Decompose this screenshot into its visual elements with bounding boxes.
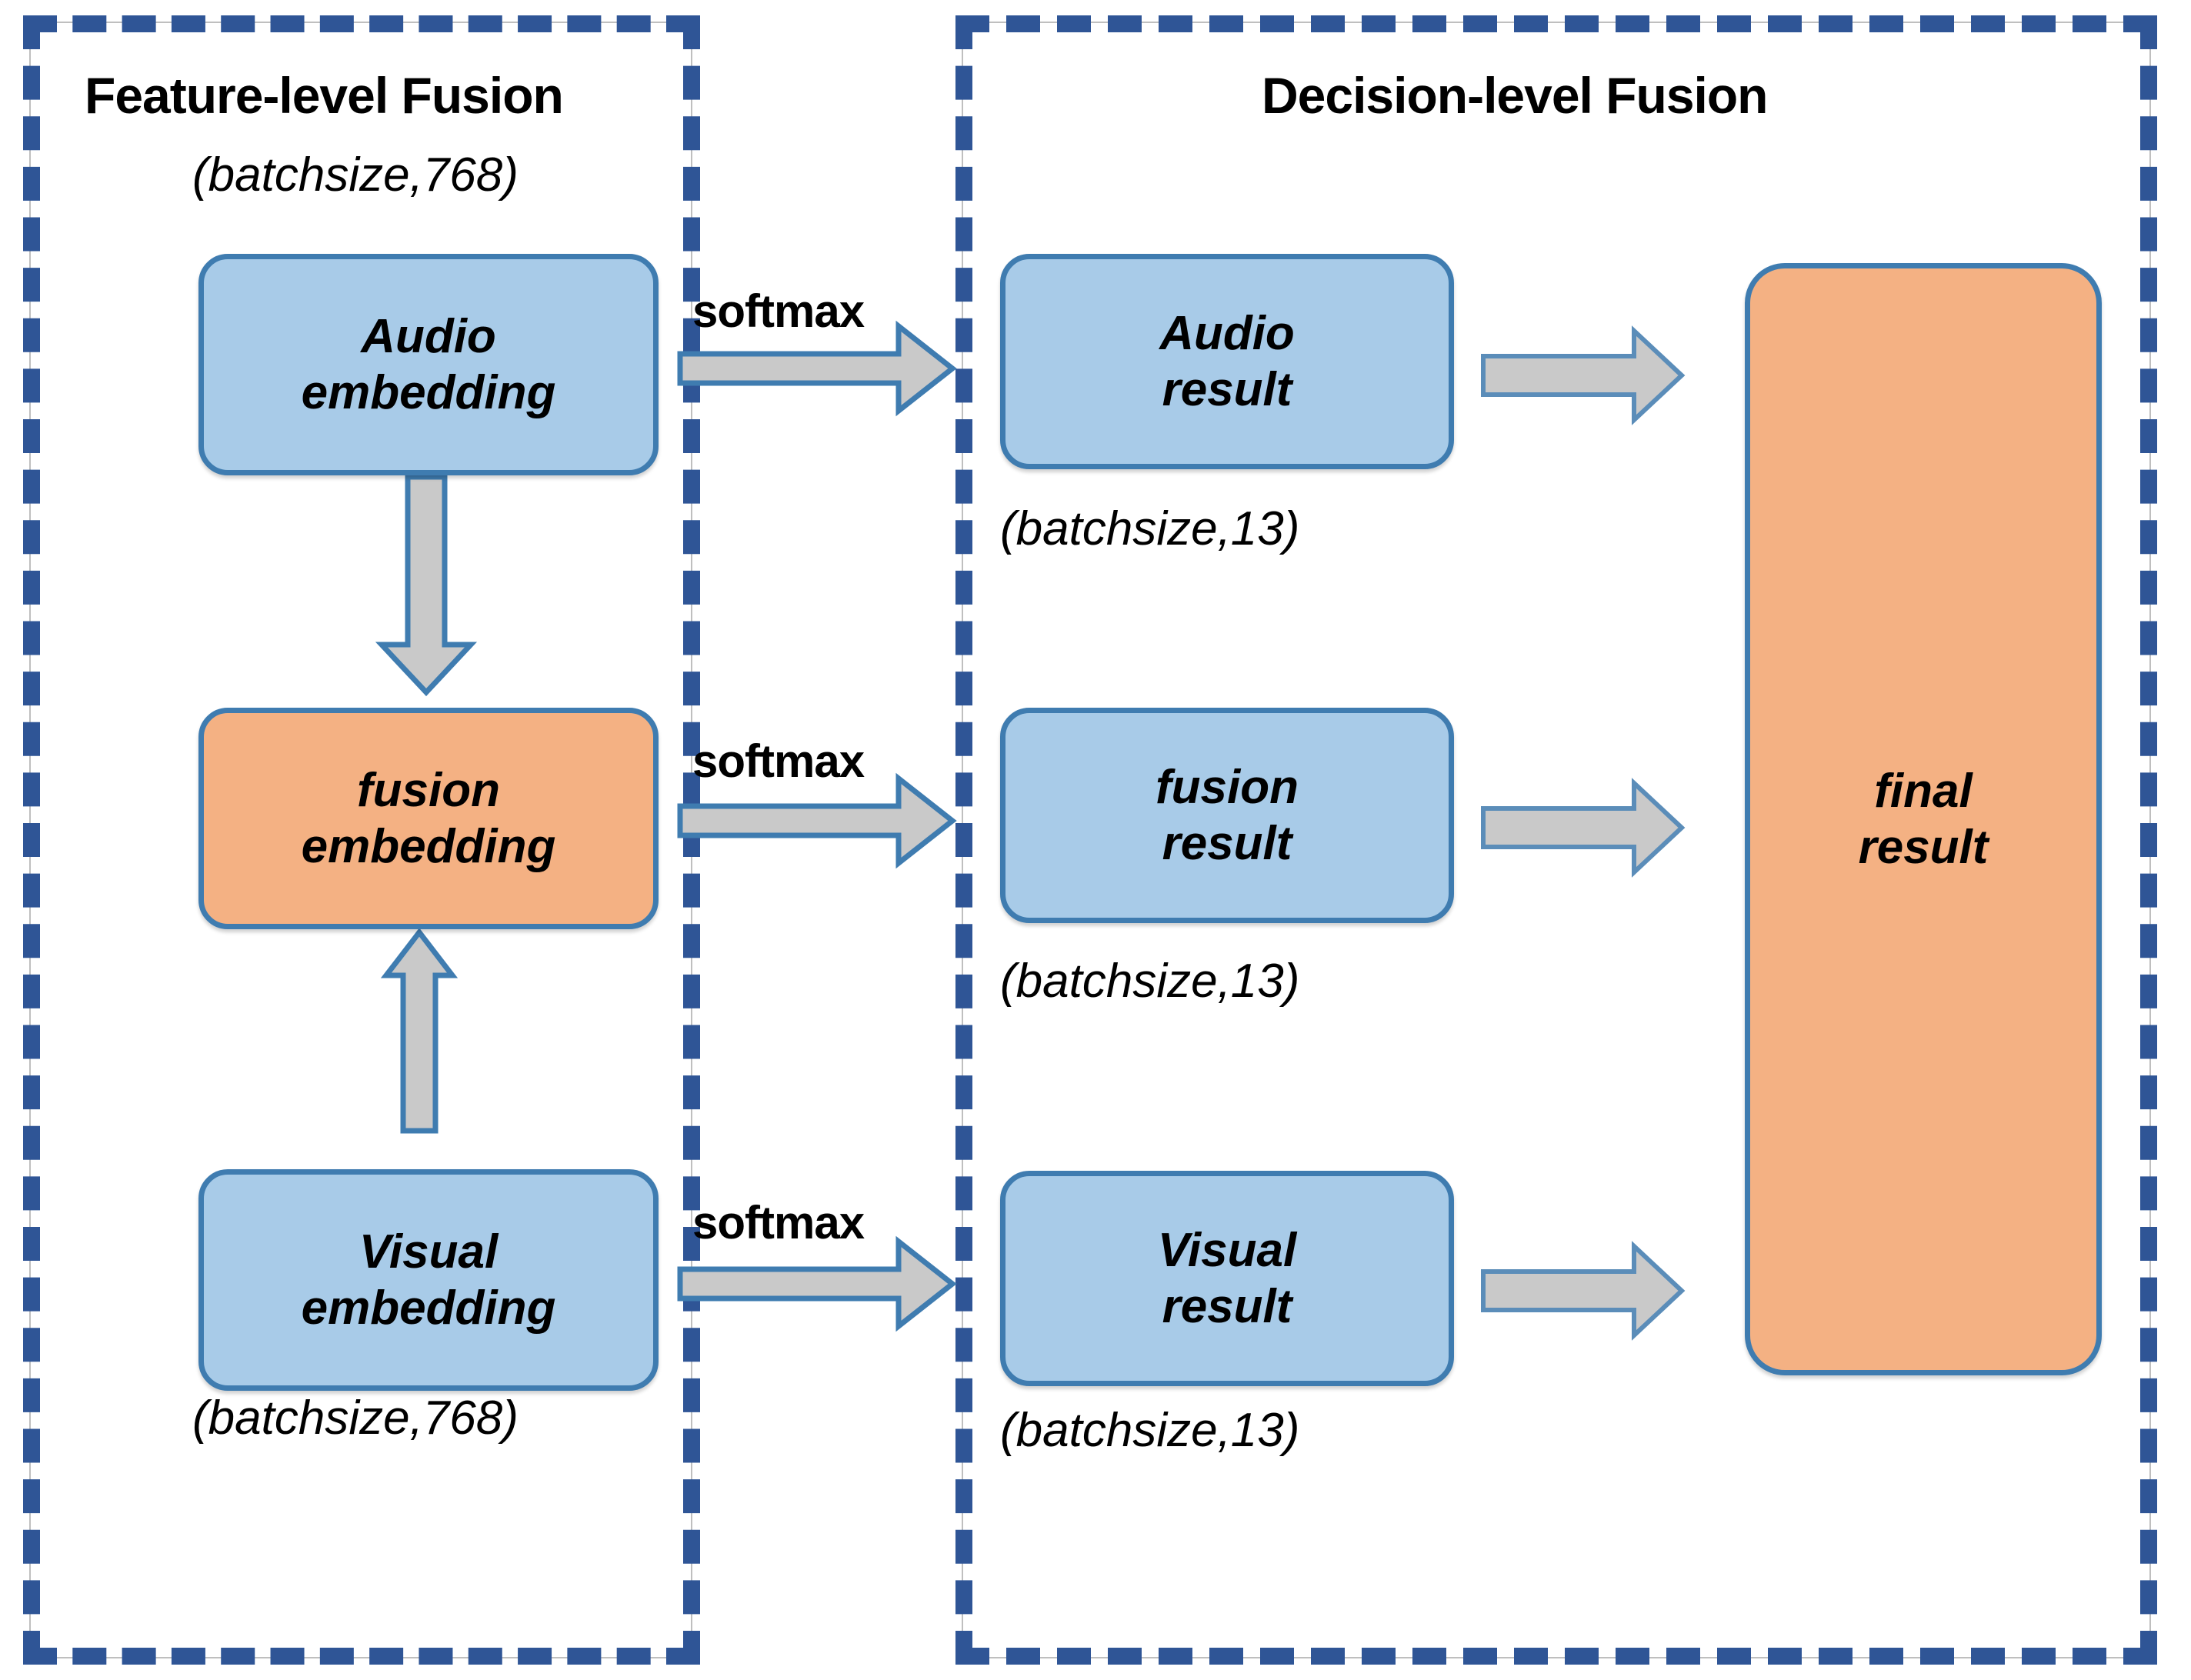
node-audio-embedding-line2: embedding — [301, 366, 556, 419]
node-final-result-line2: result — [1858, 821, 1989, 874]
node-visual-embedding[interactable]: Visual embedding — [198, 1169, 659, 1391]
node-audio-result-line2: result — [1162, 363, 1292, 416]
caption-audio-result-shape: (batchsize,13) — [1000, 502, 1300, 555]
caption-visual-embedding-shape: (batchsize,768) — [192, 1392, 519, 1445]
node-visual-result[interactable]: Visual result — [1000, 1171, 1454, 1386]
node-audio-embedding-line1: Audio — [361, 309, 496, 363]
arrow-softmax-audio — [677, 320, 957, 417]
node-visual-result-line2: result — [1162, 1280, 1292, 1333]
node-fusion-embedding[interactable]: fusion embedding — [198, 708, 659, 929]
node-fusion-result-line2: result — [1162, 817, 1292, 870]
node-audio-result-line1: Audio — [1159, 306, 1295, 360]
caption-fusion-result-shape: (batchsize,13) — [1000, 955, 1300, 1008]
node-fusion-result-line1: fusion — [1156, 760, 1299, 814]
node-audio-result[interactable]: Audio result — [1000, 254, 1454, 469]
arrow-softmax-fusion — [677, 772, 957, 869]
caption-visual-result-shape: (batchsize,13) — [1000, 1404, 1300, 1457]
node-fusion-embedding-line1: fusion — [357, 763, 500, 817]
panel-decision-level-fusion — [955, 15, 2157, 1665]
node-visual-embedding-line2: embedding — [301, 1282, 556, 1335]
edge-label-softmax-audio: softmax — [692, 285, 865, 337]
panel-title-feature-level: Feature-level Fusion — [85, 67, 564, 124]
node-final-result[interactable]: final result — [1745, 263, 2102, 1375]
node-fusion-embedding-line2: embedding — [301, 820, 556, 873]
edge-label-softmax-visual: softmax — [692, 1197, 865, 1248]
node-audio-embedding[interactable]: Audio embedding — [198, 254, 659, 475]
panel-title-decision-level: Decision-level Fusion — [1262, 67, 1768, 124]
node-visual-embedding-line1: Visual — [358, 1225, 499, 1278]
edge-label-softmax-fusion: softmax — [692, 735, 865, 787]
caption-audio-embedding-shape: (batchsize,768) — [192, 148, 519, 202]
node-fusion-result[interactable]: fusion result — [1000, 708, 1454, 923]
node-visual-result-line1: Visual — [1157, 1223, 1297, 1277]
arrow-softmax-visual — [677, 1235, 957, 1332]
node-final-result-line1: final — [1874, 764, 1973, 818]
